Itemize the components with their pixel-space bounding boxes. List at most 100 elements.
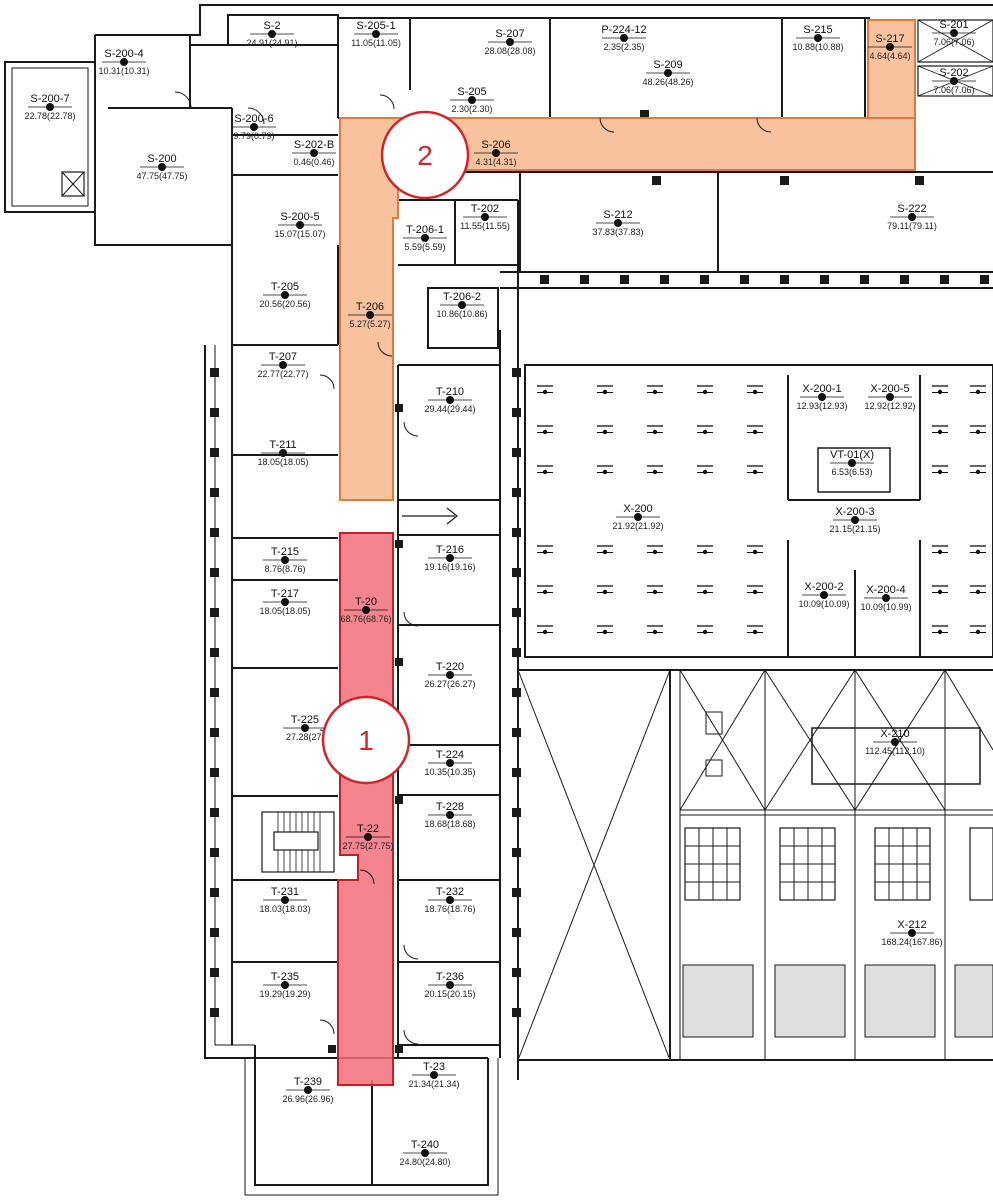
room-marker-dot bbox=[279, 449, 287, 457]
desk-mark bbox=[647, 425, 663, 435]
room-name: T-216 bbox=[436, 544, 464, 556]
room-area: 21.34(21.34) bbox=[408, 1079, 459, 1089]
room-area: 24.80(24.80) bbox=[399, 1157, 450, 1167]
x-210-truss bbox=[679, 669, 993, 1060]
route-badge-2-circle bbox=[380, 110, 470, 200]
room-name: S-217 bbox=[875, 33, 904, 45]
room-area: 37.83(37.83) bbox=[592, 227, 643, 237]
room-name: T-224 bbox=[436, 749, 464, 761]
room-name: P-224-12 bbox=[601, 24, 646, 36]
room-name: S-222 bbox=[897, 203, 926, 215]
room-name: T-228 bbox=[436, 801, 464, 813]
room-x-200-5: X-200-512.92(12.92) bbox=[864, 383, 915, 411]
room-marker-dot bbox=[908, 213, 916, 221]
x-212-equipment bbox=[682, 964, 993, 1038]
room-area: 12.93(12.93) bbox=[796, 401, 847, 411]
room-name: T-210 bbox=[436, 386, 464, 398]
room-area: 21.15(21.15) bbox=[829, 524, 880, 534]
desk-mark bbox=[970, 385, 986, 395]
room-area: 4.31(4.31) bbox=[475, 157, 516, 167]
desk-mark bbox=[747, 465, 763, 475]
desk-mark bbox=[970, 545, 986, 555]
cross-2 bbox=[917, 19, 993, 63]
room-x-200-2: X-200-210.09(10.09) bbox=[798, 581, 849, 609]
desk-mark bbox=[597, 425, 613, 435]
desk-mark bbox=[647, 625, 663, 635]
room-s-201: S-224.91(24.91) bbox=[246, 20, 297, 48]
desk-mark bbox=[970, 465, 986, 475]
desk-mark bbox=[932, 625, 948, 635]
room-s-202-b: S-202-B0.46(0.46) bbox=[292, 139, 336, 167]
room-name: T-206 bbox=[356, 301, 384, 313]
room-x-200-1: X-200-112.93(12.93) bbox=[796, 383, 847, 411]
desk-mark bbox=[537, 585, 553, 595]
room-marker-dot bbox=[891, 738, 899, 746]
wall-s-202-right bbox=[917, 65, 993, 97]
room-marker-dot bbox=[848, 459, 856, 467]
room-area: 68.76(68.76) bbox=[340, 614, 391, 624]
room-area: 48.26(48.26) bbox=[642, 77, 693, 87]
room-x-200: X-200 21.92(21.92) bbox=[612, 503, 663, 531]
elevator-box bbox=[61, 171, 85, 197]
room-name: S-202 bbox=[939, 67, 968, 79]
room-name: X-200-4 bbox=[866, 584, 905, 596]
room-marker-dot bbox=[281, 556, 289, 564]
room-name: X-210 bbox=[880, 728, 909, 740]
room-area: 10.09(10.99) bbox=[860, 602, 911, 612]
room-marker-dot bbox=[421, 1149, 429, 1157]
x-200-desk-grid bbox=[537, 385, 986, 635]
room-marker-dot bbox=[950, 77, 958, 85]
room-marker-dot bbox=[458, 301, 466, 309]
wall-t-bay-outer bbox=[244, 1058, 499, 1196]
room-t-216: T-216 19.16(19.16) bbox=[424, 544, 475, 572]
room-area: 15.07(15.07) bbox=[274, 229, 325, 239]
desk-mark bbox=[597, 465, 613, 475]
room-marker-dot bbox=[446, 896, 454, 904]
desk-mark bbox=[697, 585, 713, 595]
diag-2 bbox=[517, 669, 671, 1061]
room-area: 47.75(47.75) bbox=[136, 171, 187, 181]
room-marker-dot bbox=[281, 896, 289, 904]
room-area: 26.96(26.96) bbox=[282, 1094, 333, 1104]
room-area: 21.92(21.92) bbox=[612, 521, 663, 531]
room-name: S-200-4 bbox=[104, 48, 143, 60]
room-area: 19.16(19.16) bbox=[424, 562, 475, 572]
room-name: T-236 bbox=[436, 971, 464, 983]
desk-mark bbox=[647, 385, 663, 395]
wall-s-wing-left bbox=[94, 35, 232, 246]
room-marker-dot bbox=[820, 591, 828, 599]
room-label-layer: S-200-722.78(22.78)S-200-410.31(10.31)S-… bbox=[24, 19, 976, 1167]
room-area: 29.44(29.44) bbox=[424, 404, 475, 414]
desk-mark bbox=[697, 385, 713, 395]
room-name: T-217 bbox=[271, 588, 299, 600]
room-area: 10.09(10.09) bbox=[798, 599, 849, 609]
room-marker-dot bbox=[281, 981, 289, 989]
desk-mark bbox=[932, 585, 948, 595]
room-area: 20.56(20.56) bbox=[259, 299, 310, 309]
desk-mark bbox=[647, 545, 663, 555]
room-area: 19.29(19.29) bbox=[259, 989, 310, 999]
desk-mark bbox=[537, 545, 553, 555]
room-name: T-240 bbox=[411, 1139, 439, 1151]
room-marker-dot bbox=[818, 393, 826, 401]
room-name: T-207 bbox=[269, 351, 297, 363]
room-area: 24.91(24.91) bbox=[246, 38, 297, 48]
room-marker-dot bbox=[366, 311, 374, 319]
desk-mark bbox=[747, 625, 763, 635]
room-name: S-202-B bbox=[294, 139, 334, 151]
room-marker-dot bbox=[886, 43, 894, 51]
desk-mark bbox=[597, 385, 613, 395]
room-name: T-220 bbox=[436, 661, 464, 673]
room-marker-dot bbox=[362, 606, 370, 614]
room-s-200-6: S-200-69.79(0.79) bbox=[232, 113, 276, 141]
column-markers bbox=[210, 110, 989, 1053]
room-name: X-200 bbox=[623, 503, 652, 515]
